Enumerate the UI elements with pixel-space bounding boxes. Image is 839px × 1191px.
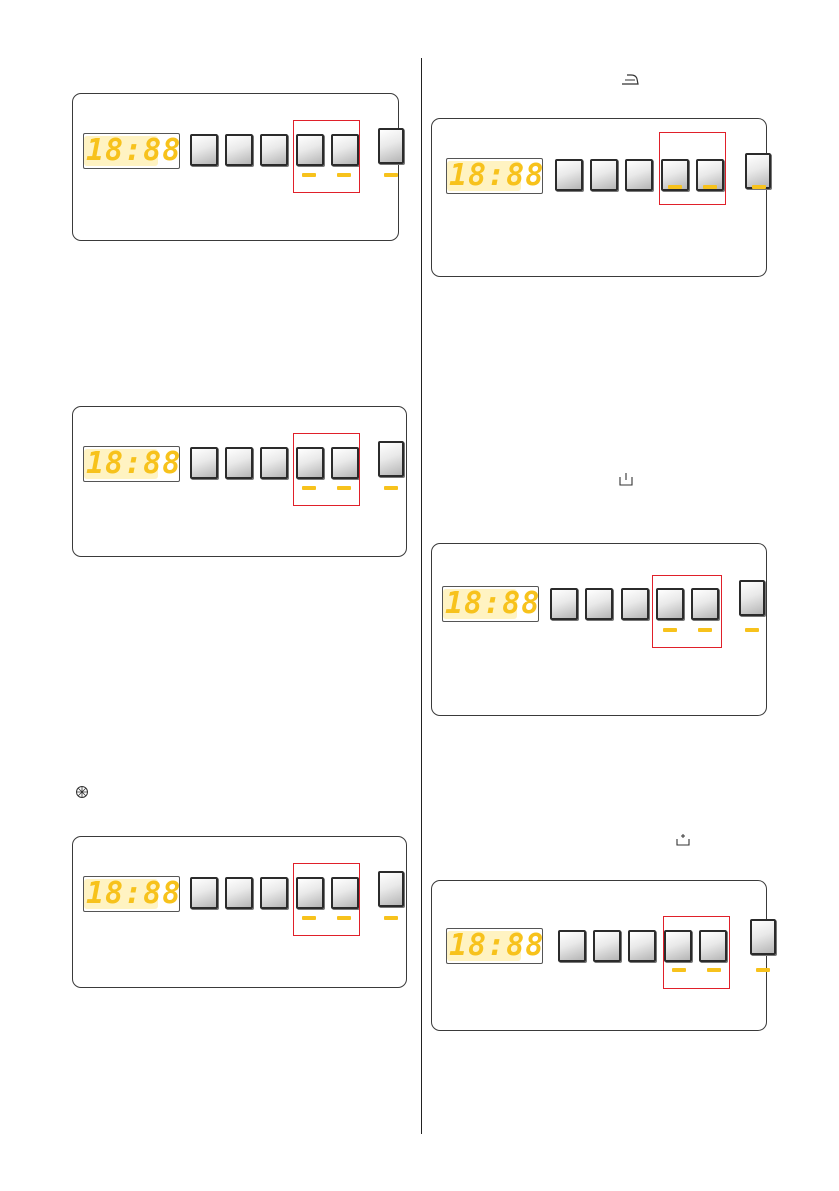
option-button-1[interactable] xyxy=(555,159,583,191)
start-pause-button[interactable] xyxy=(378,871,404,907)
option-button-1[interactable] xyxy=(190,447,218,479)
display-digits: 18:88 xyxy=(449,159,544,193)
indicator-led xyxy=(668,185,682,189)
display-digits: 18:88 xyxy=(86,877,181,911)
option-button-1[interactable] xyxy=(190,877,218,909)
detergent-tray-icon xyxy=(675,833,691,847)
indicator-led xyxy=(707,968,721,972)
option-button-2[interactable] xyxy=(585,588,613,620)
indicator-led xyxy=(384,173,398,177)
option-button-1[interactable] xyxy=(558,930,586,962)
indicator-led xyxy=(302,173,316,177)
highlight-frame xyxy=(663,916,730,989)
start-pause-button[interactable] xyxy=(750,919,776,955)
display-screen: 18:88 xyxy=(83,876,180,912)
indicator-led xyxy=(337,486,351,490)
display-digits: 18:88 xyxy=(86,447,181,481)
indicator-led xyxy=(384,486,398,490)
display-screen: 18:88 xyxy=(83,133,180,169)
highlight-frame xyxy=(293,120,360,193)
control-panel: 18:88 xyxy=(72,836,407,988)
indicator-led xyxy=(384,916,398,920)
option-button-2[interactable] xyxy=(590,159,618,191)
control-panel: 18:88 xyxy=(72,406,407,557)
indicator-led xyxy=(703,185,717,189)
option-button-3[interactable] xyxy=(260,134,288,166)
control-panel: 18:88 xyxy=(431,880,767,1031)
indicator-led xyxy=(337,173,351,177)
indicator-led xyxy=(302,486,316,490)
indicator-led xyxy=(663,628,677,632)
iron-icon xyxy=(620,72,640,86)
indicator-led xyxy=(698,628,712,632)
indicator-led xyxy=(337,916,351,920)
start-pause-button[interactable] xyxy=(378,128,404,164)
option-button-3[interactable] xyxy=(260,447,288,479)
highlight-frame xyxy=(652,575,722,648)
display-screen: 18:88 xyxy=(446,928,543,964)
option-button-1[interactable] xyxy=(550,588,578,620)
option-button-2[interactable] xyxy=(225,877,253,909)
indicator-led xyxy=(302,916,316,920)
highlight-frame xyxy=(293,863,360,936)
option-button-1[interactable] xyxy=(190,134,218,166)
display-screen: 18:88 xyxy=(83,446,180,482)
spin-icon xyxy=(75,785,89,799)
indicator-led xyxy=(752,185,766,189)
option-button-2[interactable] xyxy=(593,930,621,962)
control-panel: 18:88 xyxy=(431,543,767,716)
option-button-3[interactable] xyxy=(621,588,649,620)
option-button-2[interactable] xyxy=(225,447,253,479)
standby-icon xyxy=(618,472,634,486)
option-button-2[interactable] xyxy=(225,134,253,166)
indicator-led xyxy=(756,968,770,972)
column-divider xyxy=(421,58,422,1134)
display-screen: 18:88 xyxy=(442,586,539,622)
display-digits: 18:88 xyxy=(445,587,540,621)
highlight-frame xyxy=(659,132,726,205)
indicator-led xyxy=(672,968,686,972)
option-button-3[interactable] xyxy=(260,877,288,909)
option-button-3[interactable] xyxy=(625,159,653,191)
control-panel: 18:88 xyxy=(72,93,399,241)
display-screen: 18:88 xyxy=(446,158,543,194)
display-digits: 18:88 xyxy=(86,134,181,168)
start-pause-button[interactable] xyxy=(378,441,404,477)
display-digits: 18:88 xyxy=(449,929,544,963)
highlight-frame xyxy=(293,433,360,506)
option-button-3[interactable] xyxy=(628,930,656,962)
start-pause-button[interactable] xyxy=(745,153,771,189)
start-pause-button[interactable] xyxy=(739,580,765,616)
indicator-led xyxy=(745,628,759,632)
control-panel: 18:88 xyxy=(431,118,767,277)
